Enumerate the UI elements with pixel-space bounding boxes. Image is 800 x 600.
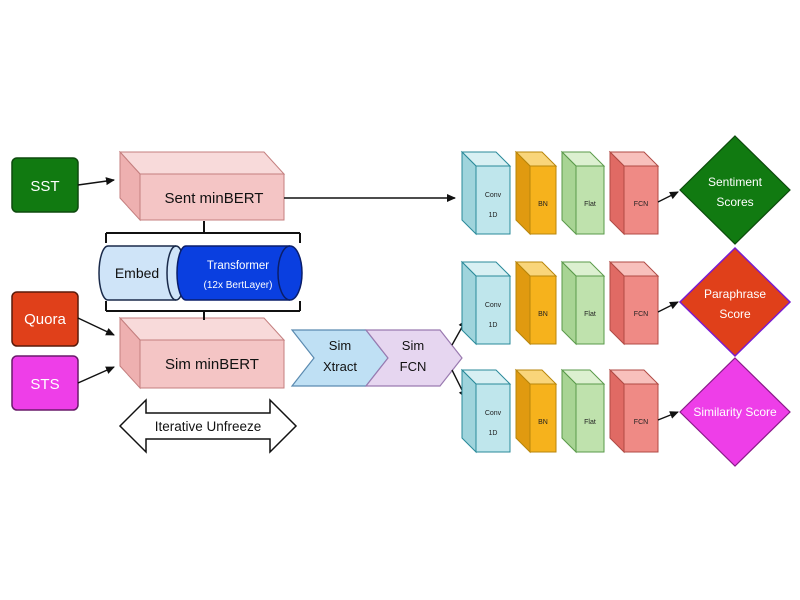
sent-minbert-box: Sent minBERT — [118, 150, 286, 222]
conv-label: Conv — [485, 302, 502, 309]
bn-label: BN — [538, 201, 548, 208]
arrow-sts — [77, 366, 115, 384]
sent-minbert-label: Sent minBERT — [165, 190, 264, 207]
conv-sublabel: 1D — [489, 212, 498, 219]
fcn-block: FCN — [608, 368, 660, 454]
iterative-unfreeze-arrow: Iterative Unfreeze — [118, 398, 298, 454]
sts-label: STS — [30, 376, 59, 393]
arrow-to-sentiment — [657, 191, 679, 203]
conv-label: Conv — [485, 192, 502, 199]
sts-input: STS — [11, 355, 79, 411]
shared-bracket-bottom — [105, 301, 301, 320]
bn-label: BN — [538, 419, 548, 426]
fcn-label: FCN — [634, 311, 648, 318]
conv-sublabel: 1D — [489, 322, 498, 329]
fcn-label: FCN — [634, 201, 648, 208]
conv1d-block: Conv 1D — [460, 150, 512, 236]
conv1d-block: Conv 1D — [460, 260, 512, 346]
fcn-block: FCN — [608, 260, 660, 346]
bn-label: BN — [538, 311, 548, 318]
sim-xtract-block: Sim Xtract — [290, 329, 389, 387]
quora-input: Quora — [11, 291, 79, 347]
bn-block: BN — [514, 260, 558, 346]
conv-label: Conv — [485, 410, 502, 417]
arrow-quora — [77, 317, 115, 336]
sim-minbert-label: Sim minBERT — [165, 356, 259, 373]
flat-label: Flat — [584, 311, 596, 318]
arrow-to-paraphrase — [657, 301, 679, 313]
sentiment-scores-output: Sentiment Scores — [679, 135, 791, 245]
embed-label: Embed — [115, 265, 159, 281]
arrow-to-similarity — [657, 411, 679, 421]
sim-fcn-block: Sim FCN — [364, 329, 463, 387]
similarity-label: Similarity Score — [693, 405, 777, 419]
paraphrase-label-1: Paraphrase — [704, 287, 766, 301]
similarity-score-output: Similarity Score — [679, 357, 791, 467]
paraphrase-label-2: Score — [719, 307, 751, 321]
sentiment-label-1: Sentiment — [708, 175, 763, 189]
bn-block: BN — [514, 368, 558, 454]
transformer-label: Transformer — [207, 260, 269, 272]
conv-sublabel: 1D — [489, 430, 498, 437]
sentiment-label-2: Scores — [716, 195, 753, 209]
flat-label: Flat — [584, 201, 596, 208]
transformer-block: Transformer (12x BertLayer) — [176, 245, 303, 301]
fcn-label: FCN — [634, 419, 648, 426]
sim-fcn-label-2: FCN — [400, 359, 427, 374]
sim-minbert-box: Sim minBERT — [118, 316, 286, 390]
sentiment-head: Conv 1D BN Flat FCN — [460, 150, 679, 236]
embed-block: Embed — [98, 245, 186, 301]
flat-block: Flat — [560, 260, 606, 346]
transformer-sublabel: (12x BertLayer) — [204, 280, 273, 291]
paraphrase-score-output: Paraphrase Score — [678, 246, 792, 358]
paraphrase-head: Conv 1D BN Flat FCN — [460, 260, 679, 346]
shared-bracket-top — [105, 221, 301, 243]
similarity-head: Conv 1D BN Flat FCN — [460, 368, 679, 454]
arrow-sst — [77, 177, 115, 186]
sim-xtract-label-2: Xtract — [323, 359, 357, 374]
flat-block: Flat — [560, 368, 606, 454]
bn-block: BN — [514, 150, 558, 236]
iterative-unfreeze-label: Iterative Unfreeze — [155, 419, 262, 434]
quora-label: Quora — [24, 311, 66, 328]
flat-label: Flat — [584, 419, 596, 426]
fcn-block: FCN — [608, 150, 660, 236]
conv1d-block: Conv 1D — [460, 368, 512, 454]
sst-input: SST — [11, 157, 79, 213]
sim-xtract-label-1: Sim — [329, 338, 351, 353]
sst-label: SST — [30, 178, 59, 195]
sim-fcn-label-1: Sim — [402, 338, 424, 353]
flat-block: Flat — [560, 150, 606, 236]
